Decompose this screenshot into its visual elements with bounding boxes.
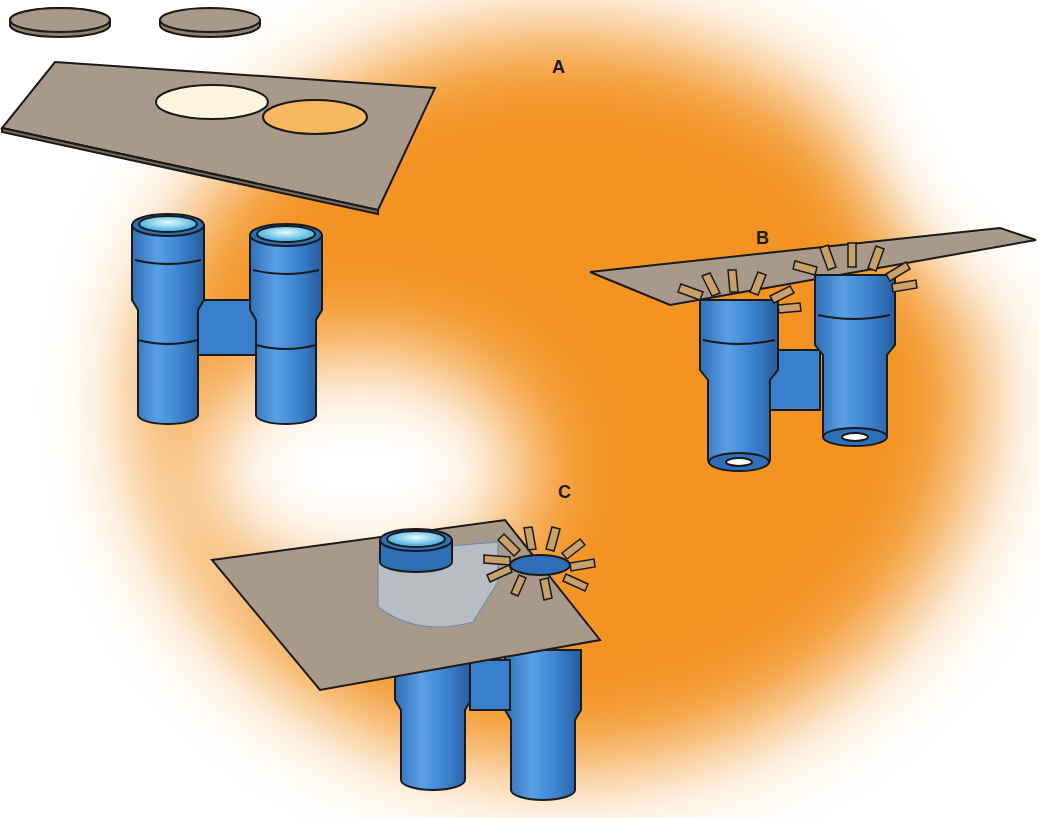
part-letter: C	[558, 482, 571, 503]
binoculars-c-upper	[380, 529, 570, 575]
part-letter: A	[552, 57, 565, 78]
card-sheet-c	[212, 520, 600, 690]
tape-strips-b	[678, 243, 917, 313]
orange-glow	[140, 0, 1039, 770]
tape-strips-c	[484, 527, 595, 600]
part-letter: B	[756, 228, 769, 249]
card-sheet-a	[2, 62, 435, 214]
binoculars-a	[132, 214, 322, 424]
binoculars-b	[700, 275, 895, 471]
card-sheet-b	[590, 228, 1036, 305]
cut-discs	[10, 8, 260, 37]
